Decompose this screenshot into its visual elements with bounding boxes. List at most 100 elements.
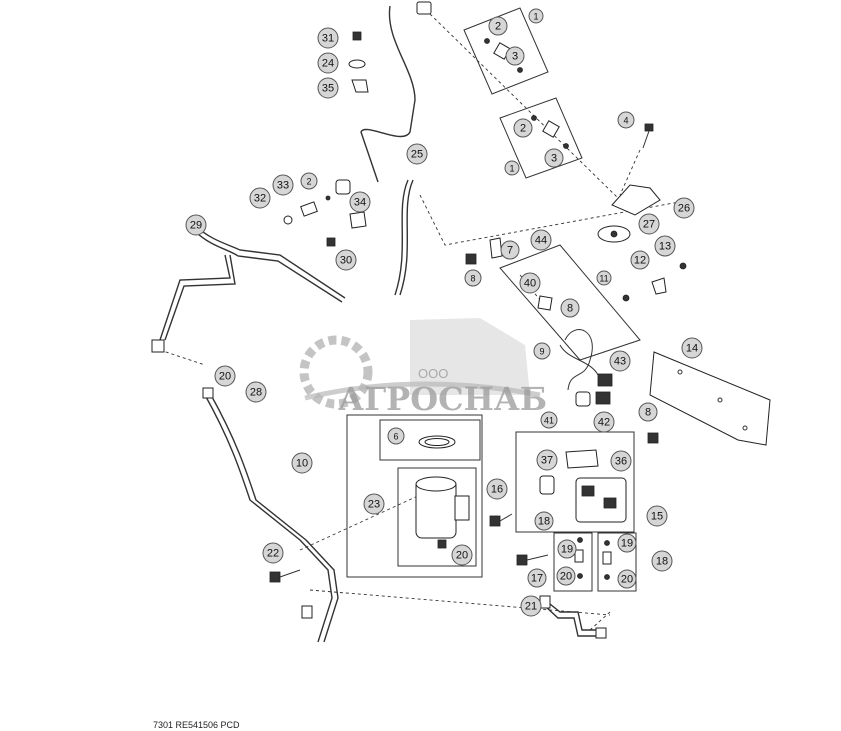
- callout-label: 8: [645, 407, 651, 419]
- callout-circle: [557, 539, 577, 559]
- callout-circle: [513, 118, 533, 138]
- callout-label: 20: [456, 550, 468, 562]
- callout-circle: [245, 381, 267, 403]
- callout-circle: [534, 511, 554, 531]
- callout-11: 11: [596, 270, 612, 286]
- callout-circle: [504, 160, 520, 176]
- watermark-line2: АГРОСНАБ: [338, 380, 547, 418]
- callout-label: 14: [686, 343, 698, 355]
- callout-20: 20: [617, 569, 637, 589]
- callout-circle: [527, 568, 547, 588]
- callout-circle: [249, 187, 271, 209]
- callout-label: 42: [598, 417, 610, 429]
- callout-28: 28: [245, 381, 267, 403]
- callout-10: 10: [291, 452, 313, 474]
- callout-label: 17: [531, 573, 543, 585]
- callout-circle: [317, 77, 339, 99]
- callout-label: 2: [520, 123, 526, 135]
- callout-label: 41: [544, 416, 554, 426]
- fuel-lines: [159, 5, 600, 643]
- callout-circle: [617, 111, 635, 129]
- callout-circle: [349, 191, 371, 213]
- callout-circle: [609, 350, 631, 372]
- callout-circle: [500, 240, 520, 260]
- callout-circle: [556, 566, 576, 586]
- callout-label: 12: [634, 255, 646, 267]
- callout-18: 18: [651, 550, 673, 572]
- callout-circle: [654, 235, 676, 257]
- callout-circle: [488, 16, 508, 36]
- callout-circle: [528, 8, 544, 24]
- callout-label: 29: [190, 220, 202, 232]
- callout-circle: [681, 337, 703, 359]
- callout-label: 16: [491, 484, 503, 496]
- callout-4: 4: [617, 111, 635, 129]
- callout-circle: [519, 272, 541, 294]
- callout-43: 43: [609, 350, 631, 372]
- callout-12: 12: [630, 250, 650, 270]
- callout-label: 21: [525, 601, 537, 613]
- callout-label: 18: [538, 516, 550, 528]
- callout-26: 26: [673, 197, 695, 219]
- callout-circle: [272, 174, 294, 196]
- drawing-reference: 7301 RE541506 PCD: [153, 720, 240, 730]
- callout-label: 37: [541, 455, 553, 467]
- callout-8: 8: [464, 269, 482, 287]
- callout-label: 10: [296, 458, 308, 470]
- callout-18: 18: [534, 511, 554, 531]
- callout-label: 11: [599, 274, 608, 284]
- callout-circle: [262, 542, 284, 564]
- callout-label: 1: [533, 12, 538, 22]
- callout-3: 3: [505, 46, 525, 66]
- callout-label: 25: [411, 149, 423, 161]
- callout-label: 20: [219, 371, 231, 383]
- callout-7: 7: [500, 240, 520, 260]
- callout-circle: [673, 197, 695, 219]
- callout-label: 23: [368, 499, 380, 511]
- callout-24: 24: [317, 52, 339, 74]
- callout-label: 20: [621, 574, 633, 586]
- callout-2: 2: [300, 172, 318, 190]
- callout-label: 1: [509, 164, 514, 174]
- callout-label: 8: [567, 303, 573, 315]
- callout-label: 4: [623, 116, 628, 126]
- callout-19: 19: [557, 539, 577, 559]
- callout-circle: [451, 544, 473, 566]
- callout-circle: [464, 269, 482, 287]
- callout-circle: [406, 143, 428, 165]
- callout-circle: [638, 213, 660, 235]
- callout-42: 42: [593, 411, 615, 433]
- callout-1: 1: [504, 160, 520, 176]
- callout-circle: [540, 411, 558, 429]
- callout-circle: [544, 148, 564, 168]
- watermark: ООО АГРОСНАБ: [299, 318, 547, 418]
- callout-circle: [185, 214, 207, 236]
- callout-label: 13: [659, 241, 671, 253]
- callout-circle: [646, 505, 668, 527]
- callout-label: 33: [277, 180, 289, 192]
- callout-44: 44: [530, 229, 552, 251]
- callout-label: 27: [643, 219, 655, 231]
- callout-label: 32: [254, 193, 266, 205]
- callout-label: 20: [560, 571, 572, 583]
- callout-label: 28: [250, 387, 262, 399]
- callout-label: 8: [470, 274, 475, 284]
- callout-label: 35: [322, 83, 334, 95]
- callout-circle: [560, 298, 580, 318]
- callout-label: 15: [651, 511, 663, 523]
- callout-32: 32: [249, 187, 271, 209]
- callout-label: 30: [340, 255, 352, 267]
- callout-circle: [291, 452, 313, 474]
- callout-label: 26: [678, 203, 690, 215]
- callout-circle: [317, 27, 339, 49]
- callout-40: 40: [519, 272, 541, 294]
- kit-boxes: [346, 7, 641, 592]
- callout-circle: [617, 533, 637, 553]
- callout-35: 35: [317, 77, 339, 99]
- callout-label: 24: [322, 58, 334, 70]
- callout-label: 34: [354, 197, 366, 209]
- callout-1: 1: [528, 8, 544, 24]
- callout-13: 13: [654, 235, 676, 257]
- callout-circle: [610, 450, 632, 472]
